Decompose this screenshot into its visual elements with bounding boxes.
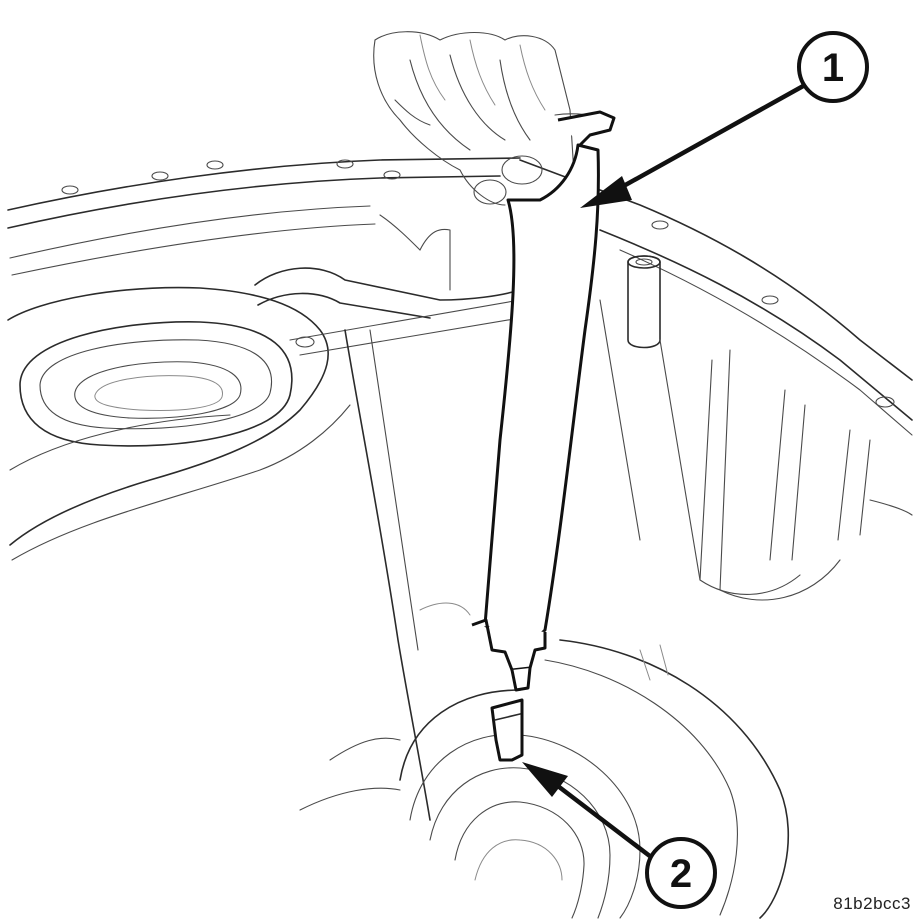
tool-illustration (471, 110, 616, 762)
transmission-housing (7, 157, 913, 919)
callout-2: 2 (522, 762, 717, 909)
callout-1: 1 (580, 31, 869, 208)
callout-label-1: 1 (822, 46, 844, 90)
figure-code: 81b2bcc3 (833, 894, 911, 913)
callout-label-2: 2 (670, 852, 692, 896)
hand (373, 31, 611, 206)
retaining-clip (490, 698, 524, 762)
